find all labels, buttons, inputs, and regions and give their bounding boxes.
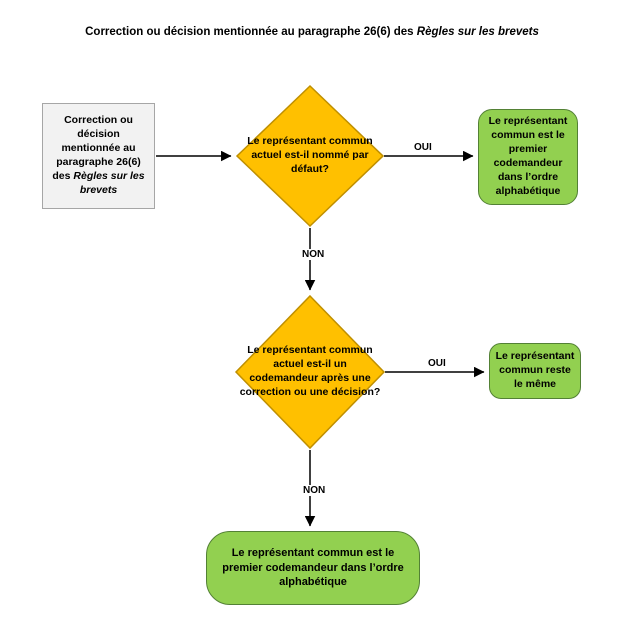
decision1-diamond bbox=[235, 84, 385, 228]
decision1-label: Le représentant commun actuel est-il nom… bbox=[247, 135, 373, 175]
outcome-no-node: Le représentant commun est le premier co… bbox=[206, 531, 420, 605]
decision2-diamond bbox=[234, 294, 386, 450]
page-title: Correction ou décision mentionnée au par… bbox=[0, 26, 624, 38]
outcome-yes2-node: Le représentant commun reste le même bbox=[489, 343, 581, 399]
page-title-italic: Règles sur les brevets bbox=[416, 26, 539, 38]
start-node-text: Correction ou décision mentionnée au par… bbox=[52, 114, 141, 182]
decision2-label: Le représentant commun actuel est-il un … bbox=[239, 344, 381, 398]
outcome-yes1-node: Le représentant commun est le premier co… bbox=[478, 109, 578, 205]
page-title-text: Correction ou décision mentionnée au par… bbox=[85, 26, 417, 38]
start-node: Correction ou décision mentionnée au par… bbox=[42, 103, 155, 209]
edge-label-oui-1: OUI bbox=[414, 142, 432, 153]
start-node-italic: Règles sur les brevets bbox=[73, 169, 145, 196]
edge-label-oui-2: OUI bbox=[428, 358, 446, 369]
edge-label-non-2: NON bbox=[301, 485, 328, 496]
start-node-label: Correction ou décision mentionnée au par… bbox=[48, 114, 149, 197]
edge-label-non-1: NON bbox=[300, 249, 327, 260]
